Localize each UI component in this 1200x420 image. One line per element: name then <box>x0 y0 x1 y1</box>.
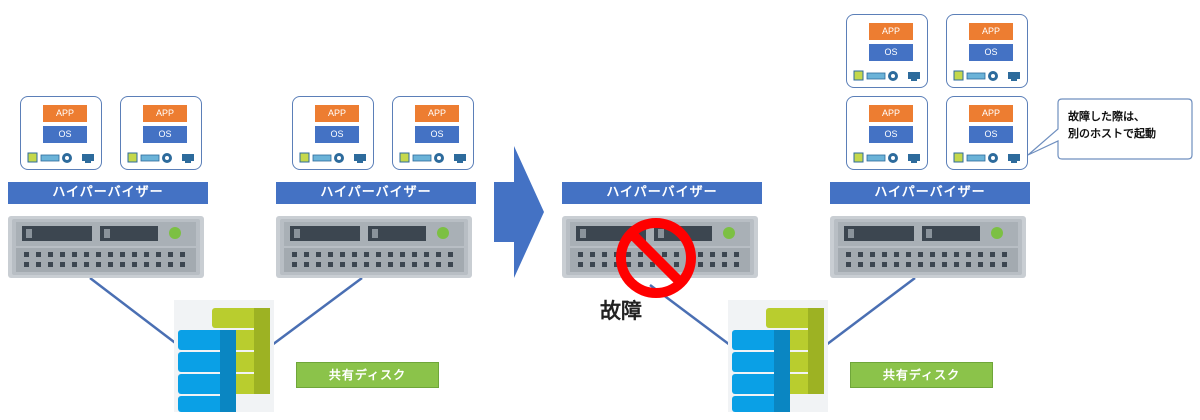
app-label: APP <box>415 105 459 122</box>
hypervisor-bar: ハイパーバイザー <box>830 182 1030 204</box>
os-label: OS <box>43 126 87 143</box>
vm-box: APP OS <box>946 96 1028 170</box>
hypervisor-bar: ハイパーバイザー <box>276 182 476 204</box>
server-icon <box>830 216 1026 278</box>
hypervisor-bar: ハイパーバイザー <box>8 182 208 204</box>
os-label: OS <box>969 44 1013 61</box>
vm-box: APP OS <box>846 14 928 88</box>
app-label: APP <box>869 23 913 40</box>
link-host4-storage2 <box>825 277 916 346</box>
os-label: OS <box>315 126 359 143</box>
virtual-hardware-icons <box>853 70 920 81</box>
app-label: APP <box>143 105 187 122</box>
callout-bubble <box>1027 98 1193 160</box>
virtual-hardware-icons <box>953 70 1020 81</box>
vm-box: APP OS <box>292 96 374 170</box>
hypervisor-bar: ハイパーバイザー <box>562 182 762 204</box>
os-label: OS <box>869 126 913 143</box>
os-label: OS <box>969 126 1013 143</box>
os-label: OS <box>415 126 459 143</box>
vm-box: APP OS <box>846 96 928 170</box>
vm-box: APP OS <box>20 96 102 170</box>
virtual-hardware-icons <box>953 152 1020 163</box>
app-label: APP <box>969 23 1013 40</box>
virtual-hardware-icons <box>853 152 920 163</box>
server-icon <box>276 216 472 278</box>
transition-arrow-icon <box>494 146 544 278</box>
storage-icon <box>174 300 274 412</box>
virtual-hardware-icons <box>27 152 94 163</box>
app-label: APP <box>315 105 359 122</box>
server-icon <box>8 216 204 278</box>
storage-icon <box>728 300 828 412</box>
vm-box: APP OS <box>392 96 474 170</box>
storage-front-stack <box>178 330 236 412</box>
vm-box: APP OS <box>120 96 202 170</box>
virtual-hardware-icons <box>127 152 194 163</box>
shared-disk-label: 共有ディスク <box>850 362 993 388</box>
vm-box: APP OS <box>946 14 1028 88</box>
failure-label: 故障 <box>600 299 642 323</box>
app-label: APP <box>43 105 87 122</box>
storage-front-stack <box>732 330 790 412</box>
link-host2-storage1 <box>271 276 363 347</box>
link-host1-storage1 <box>89 277 179 346</box>
server-icon <box>562 216 758 278</box>
shared-disk-label: 共有ディスク <box>296 362 439 388</box>
os-label: OS <box>143 126 187 143</box>
app-label: APP <box>869 105 913 122</box>
callout-text: 故障した際は、 別のホストで起動 <box>1068 108 1192 142</box>
prohibited-icon <box>616 218 696 298</box>
app-label: APP <box>969 105 1013 122</box>
callout-line-2: 別のホストで起動 <box>1068 127 1156 140</box>
callout-line-1: 故障した際は、 <box>1068 110 1145 123</box>
virtual-hardware-icons <box>299 152 366 163</box>
os-label: OS <box>869 44 913 61</box>
virtual-hardware-icons <box>399 152 466 163</box>
